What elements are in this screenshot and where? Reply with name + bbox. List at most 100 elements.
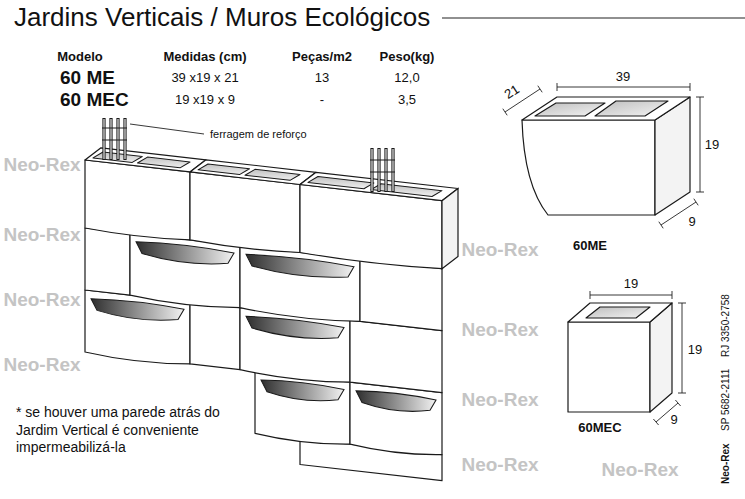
block-front [568, 322, 650, 412]
rebar [384, 148, 387, 192]
rebar-highlight [392, 149, 393, 191]
rebar [109, 118, 112, 160]
table-cell: 3,5 [398, 93, 416, 108]
dimension: 9 [688, 215, 695, 230]
dimension-lines [503, 83, 704, 228]
dimension: 21 [502, 82, 522, 102]
reinforcement-bars [102, 118, 395, 192]
block-front [522, 120, 655, 215]
rebar [391, 148, 394, 192]
dimension-line [557, 87, 690, 88]
table-cell: 13 [315, 71, 329, 86]
watermark: Neo-Rex [461, 319, 538, 341]
dimension-tick [557, 83, 558, 91]
model-name: 60 MEC [60, 89, 129, 111]
dimension: 19 [624, 277, 638, 292]
table-cell: - [320, 93, 324, 108]
core-slot [198, 163, 250, 176]
watermark: Neo-Rex [3, 289, 80, 311]
watermark: Neo-Rex [461, 389, 538, 411]
rebar [102, 118, 105, 160]
rebar-highlight [117, 119, 118, 159]
dimension-line [682, 303, 683, 393]
table-cell: 39 x19 x 21 [171, 71, 238, 86]
table-header: Peças/m2 [292, 50, 352, 65]
dimension-tick [678, 303, 686, 304]
dimension-line [590, 295, 672, 296]
table-cell: 19 x19 x 9 [175, 93, 235, 108]
dimension-tick [653, 419, 658, 425]
table-header: Peso(kg) [380, 50, 435, 65]
dimension: 39 [616, 70, 630, 85]
core-slot [586, 307, 650, 318]
dimension-tick [538, 86, 542, 93]
wall-block [190, 302, 240, 370]
dimension: 9 [670, 413, 677, 428]
dimension: 19 [705, 138, 719, 153]
wall-block [85, 228, 130, 295]
rebar-tie [102, 140, 127, 141]
core-slot [138, 156, 191, 169]
brand-name: Neo-Rex [720, 443, 732, 484]
rebar-highlight [124, 119, 125, 159]
note: * se houver uma parede atrás do Jardim V… [16, 404, 248, 457]
watermark: Neo-Rex [461, 239, 538, 261]
block-top [190, 158, 316, 186]
title: Jardins Verticais / Muros Ecológicos [14, 3, 430, 33]
wall-block [85, 160, 190, 242]
dimension-tick [672, 291, 673, 299]
rebar-tie [370, 172, 395, 173]
block-60mec [568, 303, 672, 412]
watermark: Neo-Rex [461, 454, 538, 476]
dimension-lines [590, 291, 686, 425]
watermark: Neo-Rex [3, 224, 80, 246]
dimension-tick [675, 400, 680, 406]
rebar-highlight [103, 119, 104, 159]
planter-block [350, 382, 442, 457]
block-60me [522, 97, 690, 215]
wall-block [190, 172, 300, 255]
watermark: Neo-Rex [3, 354, 80, 376]
title-rule [442, 17, 745, 18]
rebar [116, 118, 119, 160]
dimension-tick [503, 109, 507, 116]
core-slot [308, 175, 374, 190]
rebar-highlight [378, 149, 379, 191]
dimension-tick [696, 192, 704, 193]
watermark: Neo-Rex [3, 154, 80, 176]
dimension-tick [659, 222, 663, 229]
rebar [370, 148, 373, 192]
core-slot [245, 168, 300, 181]
part-name: 60MEC [578, 421, 621, 436]
dimension-tick [694, 199, 698, 206]
part-name: 60ME [573, 239, 607, 254]
rebar-highlight [371, 149, 372, 191]
leader-line [130, 124, 204, 134]
wall-block [350, 320, 442, 392]
rebar-highlight [385, 149, 386, 191]
planter-opening [356, 389, 436, 415]
dimension-line [700, 97, 701, 192]
phone-number: SP 5682-2111 [720, 369, 732, 431]
wall-block [360, 259, 442, 330]
block-side [442, 187, 458, 271]
table-header: Medidas (cm) [163, 50, 246, 65]
rebar-tie [102, 128, 127, 129]
dimension-tick [678, 393, 686, 394]
dimension-tick [696, 97, 704, 98]
block-top [568, 303, 672, 322]
rebar-highlight [110, 119, 111, 159]
core-slot [371, 183, 442, 198]
callout-label: ferragem de reforço [210, 128, 307, 141]
rebar [123, 118, 126, 160]
table-cell: 12,0 [394, 71, 419, 86]
dimension-tick [690, 83, 691, 91]
dimension-tick [590, 291, 591, 299]
block-top [522, 97, 690, 120]
core-slot [595, 101, 668, 116]
watermark: Neo-Rex [601, 459, 678, 481]
planter-block [255, 371, 350, 447]
dimension: 19 [688, 343, 702, 358]
core-slot [535, 103, 605, 116]
